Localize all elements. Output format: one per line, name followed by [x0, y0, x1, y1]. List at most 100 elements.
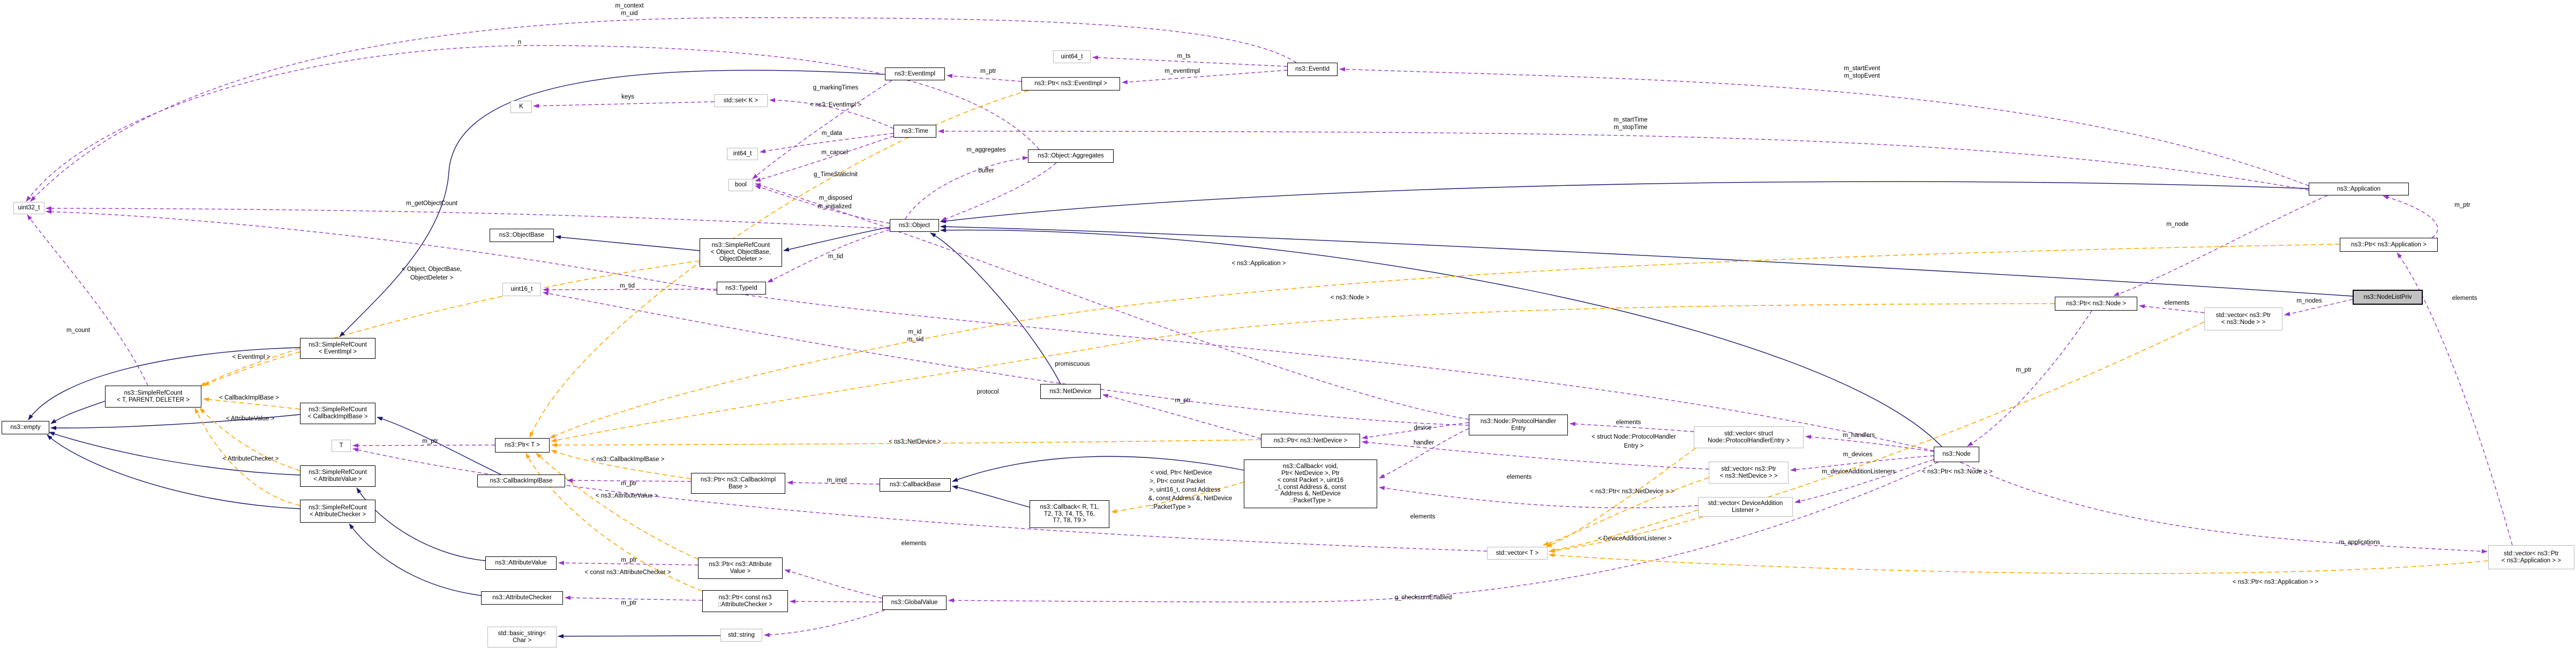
usage-edge — [543, 291, 1469, 426]
usage-edge — [1092, 55, 1288, 67]
class-node-std-basic_string[interactable]: std::basic_string<Char > — [487, 627, 557, 647]
class-node-label: < AttributeChecker > — [310, 511, 366, 518]
class-node-label: ns3::SimpleRefCount — [124, 389, 183, 396]
class-node-ns3-Object-Aggregates[interactable]: ns3::Object::Aggregates — [1028, 149, 1114, 163]
class-node-ns3-AttributeChecker[interactable]: ns3::AttributeChecker — [481, 591, 563, 605]
class-node-K[interactable]: K — [510, 101, 532, 113]
class-node-label: Char > — [513, 637, 531, 644]
class-node-label: ns3::Application — [2337, 185, 2381, 192]
class-node-ns3-Callback-void[interactable]: ns3::Callback< void,Ptr< NetDevice >, Pt… — [1244, 459, 1377, 508]
class-node-ns3-empty[interactable]: ns3::empty — [2, 421, 49, 434]
usage-edge — [1790, 455, 1934, 472]
usage-edge — [565, 596, 703, 601]
class-node-label: ns3::SimpleRefCount — [711, 242, 770, 249]
usage-edge — [947, 73, 1022, 82]
usage-edge — [941, 162, 1057, 221]
class-node-uint32_t[interactable]: uint32_t — [13, 202, 44, 214]
usage-edge — [2383, 195, 2438, 238]
usage-edge — [755, 135, 894, 182]
usage-edge — [764, 609, 885, 637]
class-node-ns3-Time[interactable]: ns3::Time — [893, 125, 936, 138]
class-node-ns3-ObjectBase[interactable]: ns3::ObjectBase — [490, 229, 554, 242]
inheritance-edge — [377, 417, 501, 475]
class-node-ns3-Ptr-Node[interactable]: ns3::Ptr< ns3::Node > — [2055, 297, 2137, 311]
usage-edge — [46, 209, 1934, 451]
template-edge — [1546, 448, 1696, 547]
class-node-label: ns3::Ptr< ns3::Node > — [2066, 300, 2126, 307]
class-node-ns3-SimpleRefCount-TPD[interactable]: ns3::SimpleRefCount< T, PARENT, DELETER … — [105, 386, 201, 408]
class-node-ns3-GlobalValue[interactable]: ns3::GlobalValue — [882, 596, 947, 610]
usage-edge — [46, 206, 890, 229]
class-node-label: bool — [735, 182, 747, 188]
class-node-ns3-SimpleRefCount-AC[interactable]: ns3::SimpleRefCount< AttributeChecker > — [300, 500, 375, 523]
class-node-ns3-NetDevice[interactable]: ns3::NetDevice — [1040, 384, 1101, 399]
class-node-uint16_t[interactable]: uint16_t — [502, 283, 541, 296]
class-node-ns3-Ptr-AC[interactable]: ns3::Ptr< const ns3::AttributeChecker > — [702, 590, 788, 612]
class-node-ns3-CallbackImplBase[interactable]: ns3::CallbackImplBase — [477, 474, 565, 487]
class-node-label: std::vector< ns3::Ptr — [2504, 550, 2559, 557]
class-node-ns3-SimpleRefCount-CIB[interactable]: ns3::SimpleRefCount< CallbackImplBase > — [300, 403, 375, 424]
class-node-bool[interactable]: bool — [729, 179, 753, 191]
class-node-ns3-Node[interactable]: ns3::Node — [1934, 447, 1979, 462]
class-node-label: ns3::CallbackImplBase — [490, 477, 553, 484]
class-node-ns3-SimpleRefCount-AV[interactable]: ns3::SimpleRefCount< AttributeValue > — [300, 465, 375, 487]
usage-edge — [1379, 428, 1469, 479]
class-node-int64_t[interactable]: int64_t — [727, 148, 758, 160]
template-edge — [550, 244, 2340, 439]
class-node-ns3-SimpleRefCount-EventImpl[interactable]: ns3::SimpleRefCount< EventImpl > — [300, 338, 375, 359]
class-node-std-set-K[interactable]: std::set< K > — [714, 94, 768, 107]
usage-edge — [755, 185, 890, 224]
class-node-label: < const Packet >, uint16 — [1277, 477, 1344, 484]
class-node-label: ::AttributeChecker > — [718, 601, 772, 608]
inheritance-edge — [356, 487, 486, 561]
class-node-T[interactable]: T — [332, 440, 351, 452]
usage-edge — [790, 599, 883, 604]
class-node-ns3-CallbackBase[interactable]: ns3::CallbackBase — [880, 478, 951, 492]
class-node-label: ns3::SimpleRefCount — [309, 406, 367, 413]
class-node-ns3-Callback-R[interactable]: ns3::Callback< R, T1,T2, T3, T4, T5, T6,… — [1030, 500, 1109, 528]
class-node-ns3-EventId[interactable]: ns3::EventId — [1287, 63, 1338, 76]
class-node-ns3-Object[interactable]: ns3::Object — [890, 219, 939, 232]
class-node-ns3-Ptr-NetDevice[interactable]: ns3::Ptr< ns3::NetDevice > — [1261, 434, 1360, 448]
class-node-ns3-SimpleRefCount-OOD[interactable]: ns3::SimpleRefCount< Object, ObjectBase,… — [700, 238, 782, 267]
class-node-ns3-Ptr-T[interactable]: ns3::Ptr< T > — [495, 438, 550, 453]
template-edge — [551, 439, 1261, 447]
class-node-uint64_t[interactable]: uint64_t — [1053, 50, 1091, 63]
class-node-ns3-EventImpl[interactable]: ns3::EventImpl — [885, 67, 945, 80]
usage-edge — [352, 448, 1488, 552]
class-node-ns3-Ptr-EventImpl[interactable]: ns3::Ptr< ns3::EventImpl > — [1022, 77, 1120, 91]
class-node-std-string[interactable]: std::string — [720, 629, 762, 642]
class-node-label: ns3::AttributeValue — [495, 560, 547, 566]
class-node-label: uint32_t — [18, 205, 40, 211]
inheritance-edge — [940, 181, 2309, 223]
template-edge — [536, 453, 699, 560]
class-node-label: _t, const Address &, const — [1275, 484, 1346, 491]
class-node-std-vector-PtrNode[interactable]: std::vector< ns3::Ptr< ns3::Node > > — [2204, 307, 2282, 330]
class-node-label: ns3::empty — [10, 424, 41, 431]
usage-edge — [1967, 310, 2092, 447]
template-edge — [525, 453, 703, 592]
class-node-label: T — [339, 442, 343, 449]
class-node-ns3-AttributeValue[interactable]: ns3::AttributeValue — [485, 556, 557, 570]
class-node-label: std::vector< ns3::Ptr — [2215, 312, 2271, 319]
class-node-ns3-TypeId[interactable]: ns3::TypeId — [717, 282, 766, 295]
usage-edge — [27, 214, 148, 386]
class-node-ns3-Application[interactable]: ns3::Application — [2309, 183, 2409, 195]
class-node-label: ns3::GlobalValue — [891, 599, 938, 606]
class-node-ns3-NodeListPriv[interactable]: ns3::NodeListPriv — [2353, 290, 2423, 305]
class-node-std-vector-T[interactable]: std::vector< T > — [1487, 547, 1548, 560]
usage-edge — [767, 229, 890, 283]
class-node-label: ns3::Time — [901, 127, 929, 134]
usage-edge — [543, 287, 717, 292]
class-node-std-vector-PtrApplication[interactable]: std::vector< ns3::Ptr< ns3::Application … — [2488, 545, 2574, 569]
class-node-ns3-Ptr-Application[interactable]: ns3::Ptr< ns3::Application > — [2340, 238, 2438, 252]
inheritance-edge — [952, 456, 1244, 482]
class-node-std-vector-PtrNetDevice[interactable]: std::vector< ns3::Ptr< ns3::NetDevice > … — [1709, 462, 1789, 484]
usage-edge — [30, 17, 1297, 202]
